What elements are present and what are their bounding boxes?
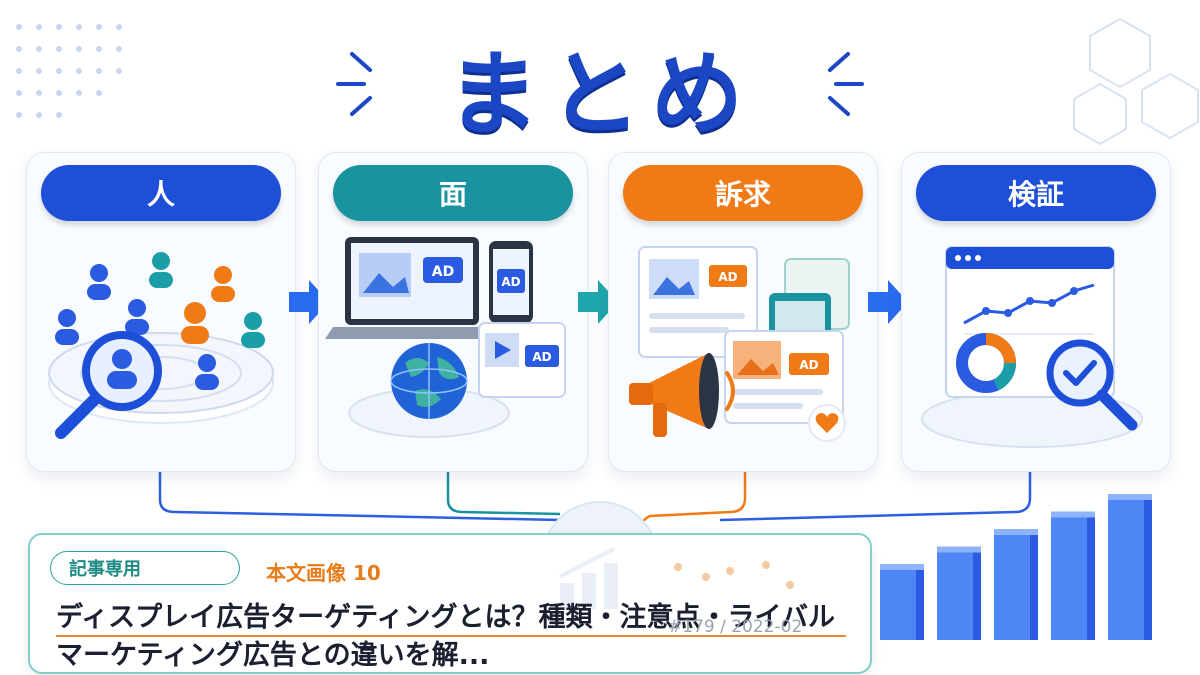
- card-label: 人: [41, 165, 281, 221]
- analytics-illustration: [921, 246, 1143, 448]
- heart-icon: [808, 404, 846, 442]
- ad-badge: AD: [718, 270, 737, 284]
- dot-decoration: [674, 561, 794, 589]
- placement-devices-illustration: AD AD AD: [325, 237, 566, 438]
- trend-watermark: [559, 547, 618, 609]
- card-label: 面: [333, 165, 573, 221]
- audience-targeting-illustration: [48, 252, 274, 439]
- page-title: まとめ: [446, 41, 753, 148]
- magnifier-check-icon: [1046, 339, 1138, 431]
- card-label: 訴求: [623, 165, 863, 221]
- globe-icon: [390, 343, 468, 419]
- magnifier-icon: [55, 331, 162, 439]
- card-label: 検証: [916, 165, 1156, 221]
- ad-creative-illustration: AD AD: [629, 246, 850, 442]
- title-underline: [56, 635, 846, 637]
- person-icon: [55, 252, 265, 390]
- article-tag[interactable]: 記事専用: [50, 551, 240, 585]
- burst-lines-left: [336, 52, 372, 116]
- chart-bar: [1051, 511, 1095, 640]
- card-appeal: 訴求 AD AD: [608, 152, 878, 472]
- phone-icon: AD: [489, 241, 533, 323]
- chart-bar: [994, 529, 1038, 640]
- image-number: 本文画像 10: [266, 561, 381, 585]
- chart-bar: [1108, 494, 1152, 640]
- chart-bar: [880, 564, 924, 640]
- article-panel: 記事専用 本文画像 10 ディスプレイ広告ターゲティングとは？種類・注意点・ライ…: [28, 533, 872, 674]
- laptop-icon: AD: [325, 237, 499, 339]
- ad-badge: AD: [799, 358, 818, 372]
- donut-chart-icon: [956, 333, 1017, 393]
- ad-creative-card: AD: [638, 246, 758, 358]
- article-meta: #179 / 2022-02: [668, 617, 803, 637]
- growth-bar-chart: [880, 494, 1152, 640]
- video-ad-card: AD: [478, 322, 566, 398]
- ad-badge: AD: [501, 275, 520, 289]
- arrow-right-icon: [868, 280, 908, 324]
- hexagon-decoration: [1073, 17, 1199, 146]
- ad-creative-card: AD: [724, 330, 844, 424]
- card-person: 人: [26, 152, 296, 472]
- card-verification: 検証: [901, 152, 1171, 472]
- ad-badge: AD: [532, 350, 551, 364]
- card-placement: 面 AD AD AD: [318, 152, 588, 472]
- article-title[interactable]: ディスプレイ広告ターゲティングとは？種類・注意点・ライバルマーケティング広告との…: [56, 602, 835, 671]
- burst-lines-right: [828, 52, 864, 116]
- chart-bar: [937, 546, 981, 640]
- ad-badge: AD: [432, 264, 454, 280]
- dot-grid-decoration: [16, 24, 122, 118]
- megaphone-icon: [629, 353, 735, 437]
